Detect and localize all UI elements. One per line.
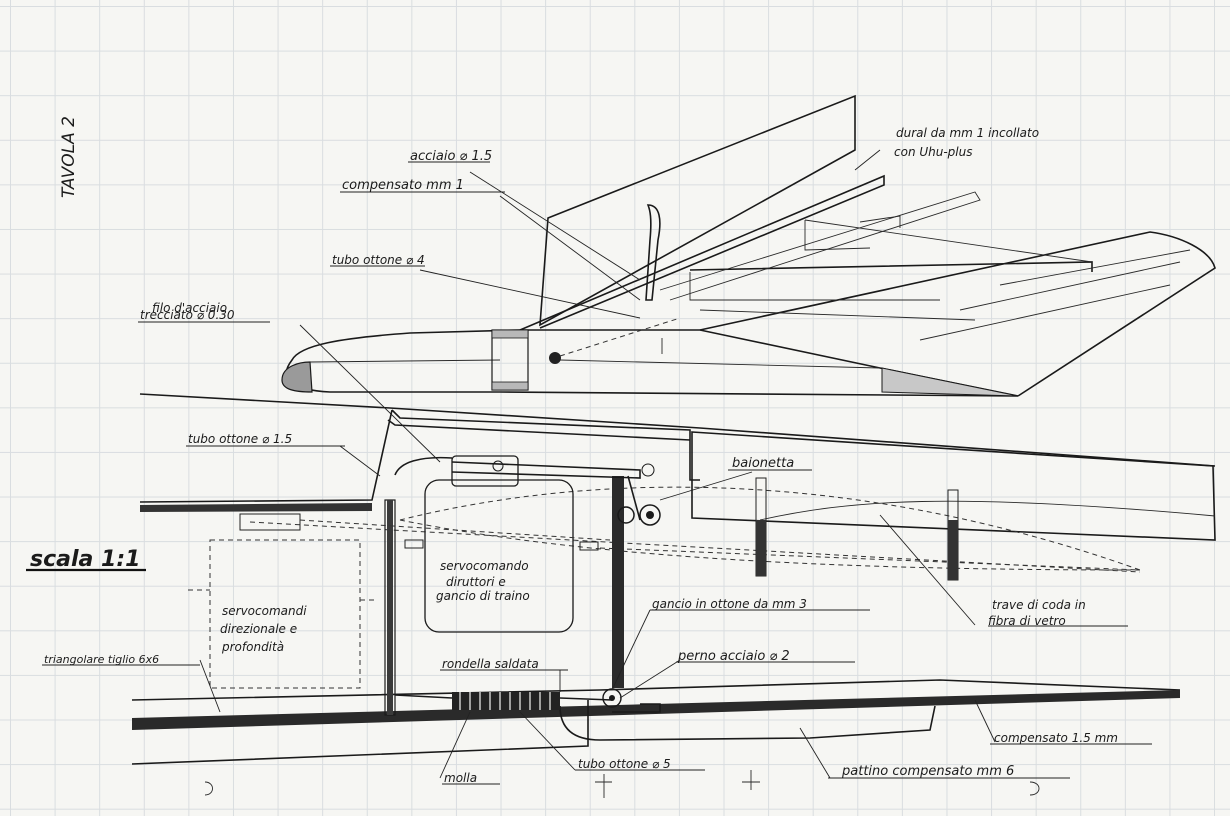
label-compensato-15: compensato 1.5 mm [994, 731, 1118, 745]
label-perno: perno acciaio ⌀ 2 [677, 649, 790, 664]
wing-section [281, 94, 1216, 397]
label-tubo-15: tubo ottone ⌀ 1.5 [188, 432, 292, 446]
label-baionetta: baionetta [732, 456, 794, 471]
label-serv-prof-3: profondità [221, 640, 284, 654]
label-serv-dir-3: gancio di traino [436, 589, 530, 603]
scale-label: scala 1:1 [30, 547, 140, 572]
label-serv-dir-2: diruttori e [446, 575, 506, 589]
label-filo-2: trecciato ⌀ 0.30 [140, 308, 235, 322]
label-triangolare: triangolare tiglio 6x6 [44, 653, 159, 666]
label-serv-prof-2: direzionale e [220, 622, 297, 636]
sheet-title: TAVOLA 2 [59, 116, 79, 198]
label-acciaio: acciaio ⌀ 1.5 [410, 149, 492, 164]
label-serv-dir-1: servocomando [440, 559, 529, 573]
fuselage-section [26, 149, 1216, 798]
label-tubo-5: tubo ottone ⌀ 5 [578, 757, 671, 771]
label-tubo-4: tubo ottone ⌀ 4 [332, 253, 425, 267]
label-pattino: pattino compensato mm 6 [841, 764, 1014, 779]
label-trave-2: fibra di vetro [988, 614, 1066, 628]
label-molla: molla [444, 771, 477, 785]
label-rondella: rondella saldata [442, 657, 539, 671]
label-compensato-1: compensato mm 1 [342, 178, 464, 193]
label-trave-1: trave di coda in [992, 598, 1086, 612]
label-serv-prof-1: servocomandi [222, 604, 307, 618]
label-gancio: gancio in ottone da mm 3 [652, 597, 807, 611]
label-dural: dural da mm 1 incollato [896, 126, 1039, 140]
label-uhu: con Uhu-plus [894, 145, 973, 159]
label-filo-1: filo d'acciaio [152, 301, 227, 315]
